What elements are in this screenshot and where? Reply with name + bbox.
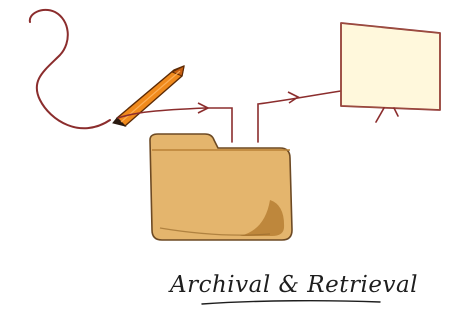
- caption-underline: [202, 301, 380, 304]
- caption-text: Archival & Retrieval: [168, 272, 418, 298]
- presentation-board-icon: [341, 23, 440, 122]
- folder-icon: [150, 134, 292, 240]
- arrowhead-into-board: [288, 92, 298, 103]
- scribble-line: [30, 10, 110, 128]
